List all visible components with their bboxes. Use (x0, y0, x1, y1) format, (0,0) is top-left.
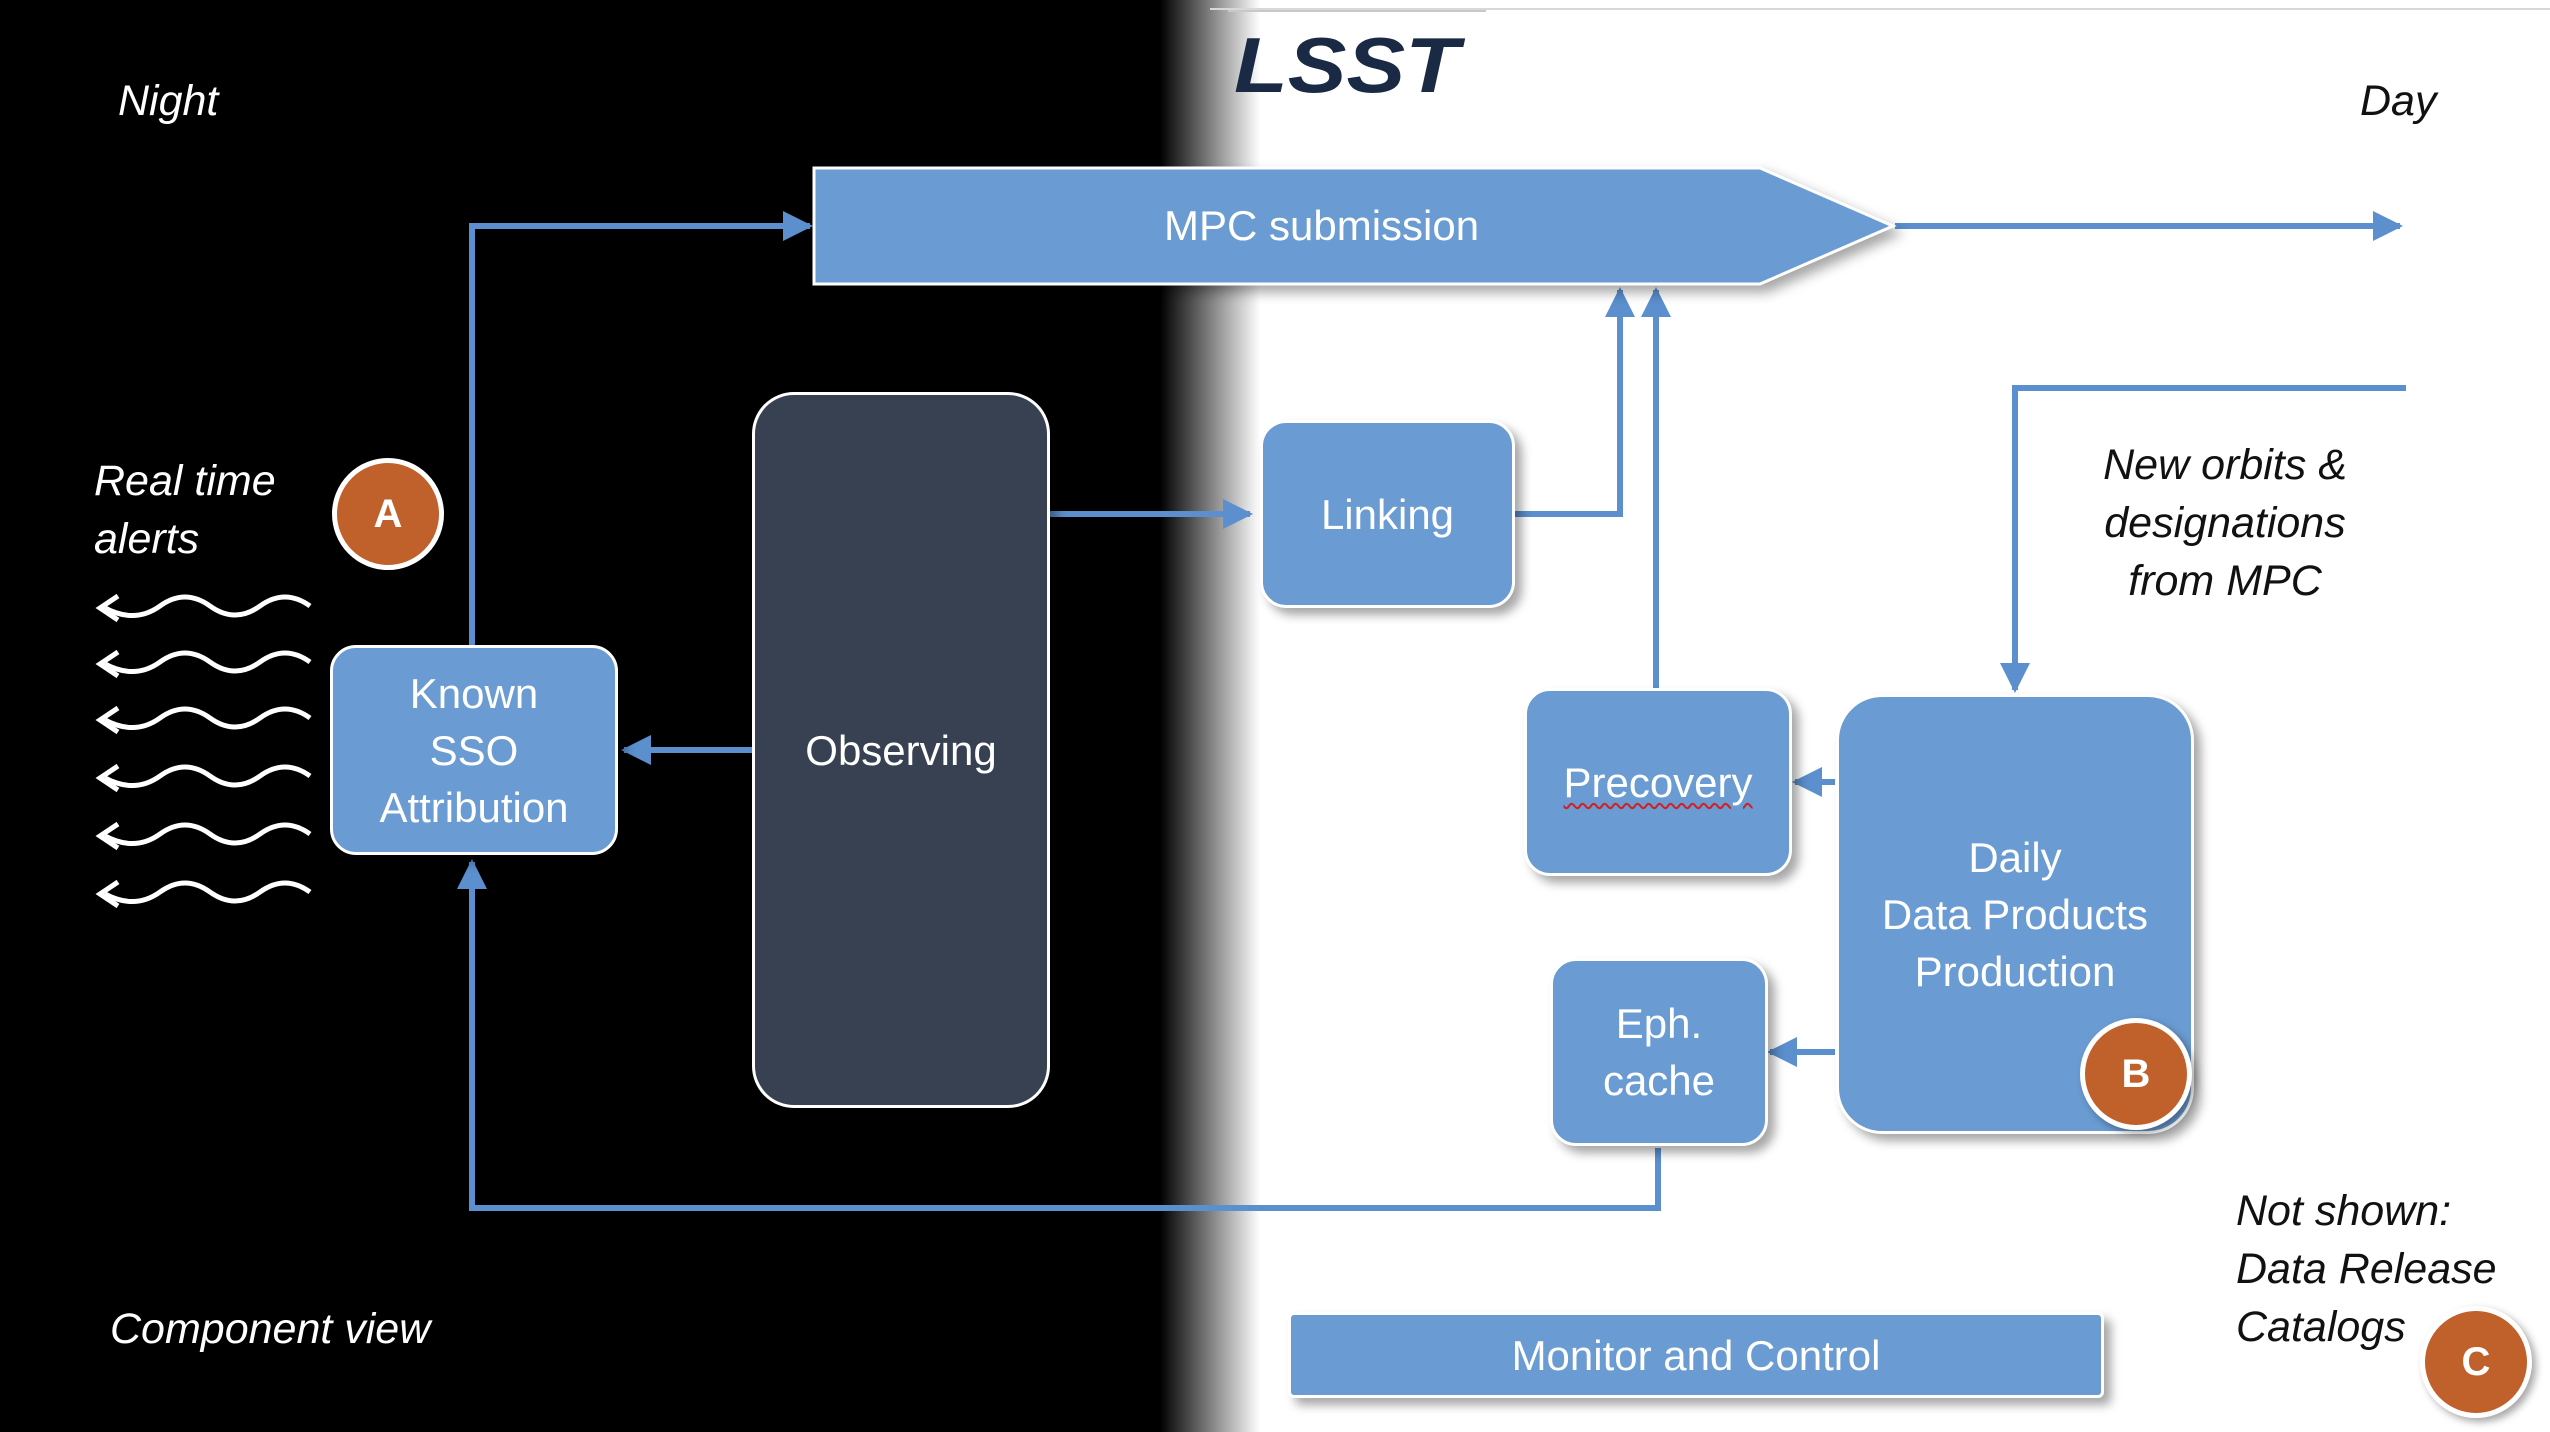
badge-c: C (2420, 1306, 2532, 1418)
new-orbits-label: New orbits & designations from MPC (2103, 441, 2347, 605)
arrow-linking-to-mpc (1515, 287, 1635, 517)
alert-wave (103, 594, 312, 618)
logo-rule (1228, 10, 1486, 12)
badge-b: B (2080, 1018, 2192, 1130)
component-view-label: Component view (110, 1305, 431, 1353)
observing-label: Observing (805, 726, 997, 774)
linking-label: Linking (1320, 490, 1455, 538)
arrow-new-orbits-to-dpp (2000, 385, 2406, 693)
lsst-logo-text: LSST (1234, 30, 1466, 100)
night-label: Night (118, 77, 219, 125)
precovery-label: Precovery (1563, 758, 1753, 806)
eph-cache-box[interactable]: Eph. cache (1550, 958, 1768, 1146)
daily-data-products-label: Daily Data Products Production (1881, 833, 2149, 995)
observing-box[interactable]: Observing (752, 392, 1050, 1108)
day-label: Day (2360, 77, 2437, 125)
badge-a: A (332, 458, 444, 570)
alert-wave (103, 650, 312, 674)
alert-wave (103, 880, 312, 904)
monitor-and-control-label: Monitor and Control (1511, 1331, 1881, 1379)
arrow-known-to-mpc (469, 211, 813, 645)
lsst-logo: LSST (1234, 30, 1466, 100)
arrow-eph-to-known (457, 859, 1661, 1211)
linking-box[interactable]: Linking (1260, 420, 1515, 608)
eph-cache-label: Eph. cache (1602, 1000, 1716, 1104)
alert-wave (103, 764, 312, 788)
alert-arrowheads (95, 593, 120, 909)
mpc-submission-label: MPC submission (1164, 202, 1480, 249)
not-shown-label: Not shown: Data Release Catalogs (2236, 1187, 2497, 1351)
top-rule (1210, 8, 2550, 10)
alert-arrows (103, 594, 312, 904)
real-time-alerts-label: Real time alerts (94, 457, 276, 563)
mpc-submission-box[interactable]: MPC submission (814, 168, 1894, 284)
alert-wave (103, 706, 312, 730)
precovery-box[interactable]: Precovery (1524, 688, 1792, 876)
mpc-submission-shape (812, 166, 1897, 286)
monitor-and-control-box[interactable]: Monitor and Control (1288, 1312, 2104, 1398)
alert-wave (103, 822, 312, 846)
known-sso-attribution-box[interactable]: Known SSO Attribution (330, 645, 618, 855)
known-sso-attribution-label: Known SSO Attribution (379, 669, 569, 831)
